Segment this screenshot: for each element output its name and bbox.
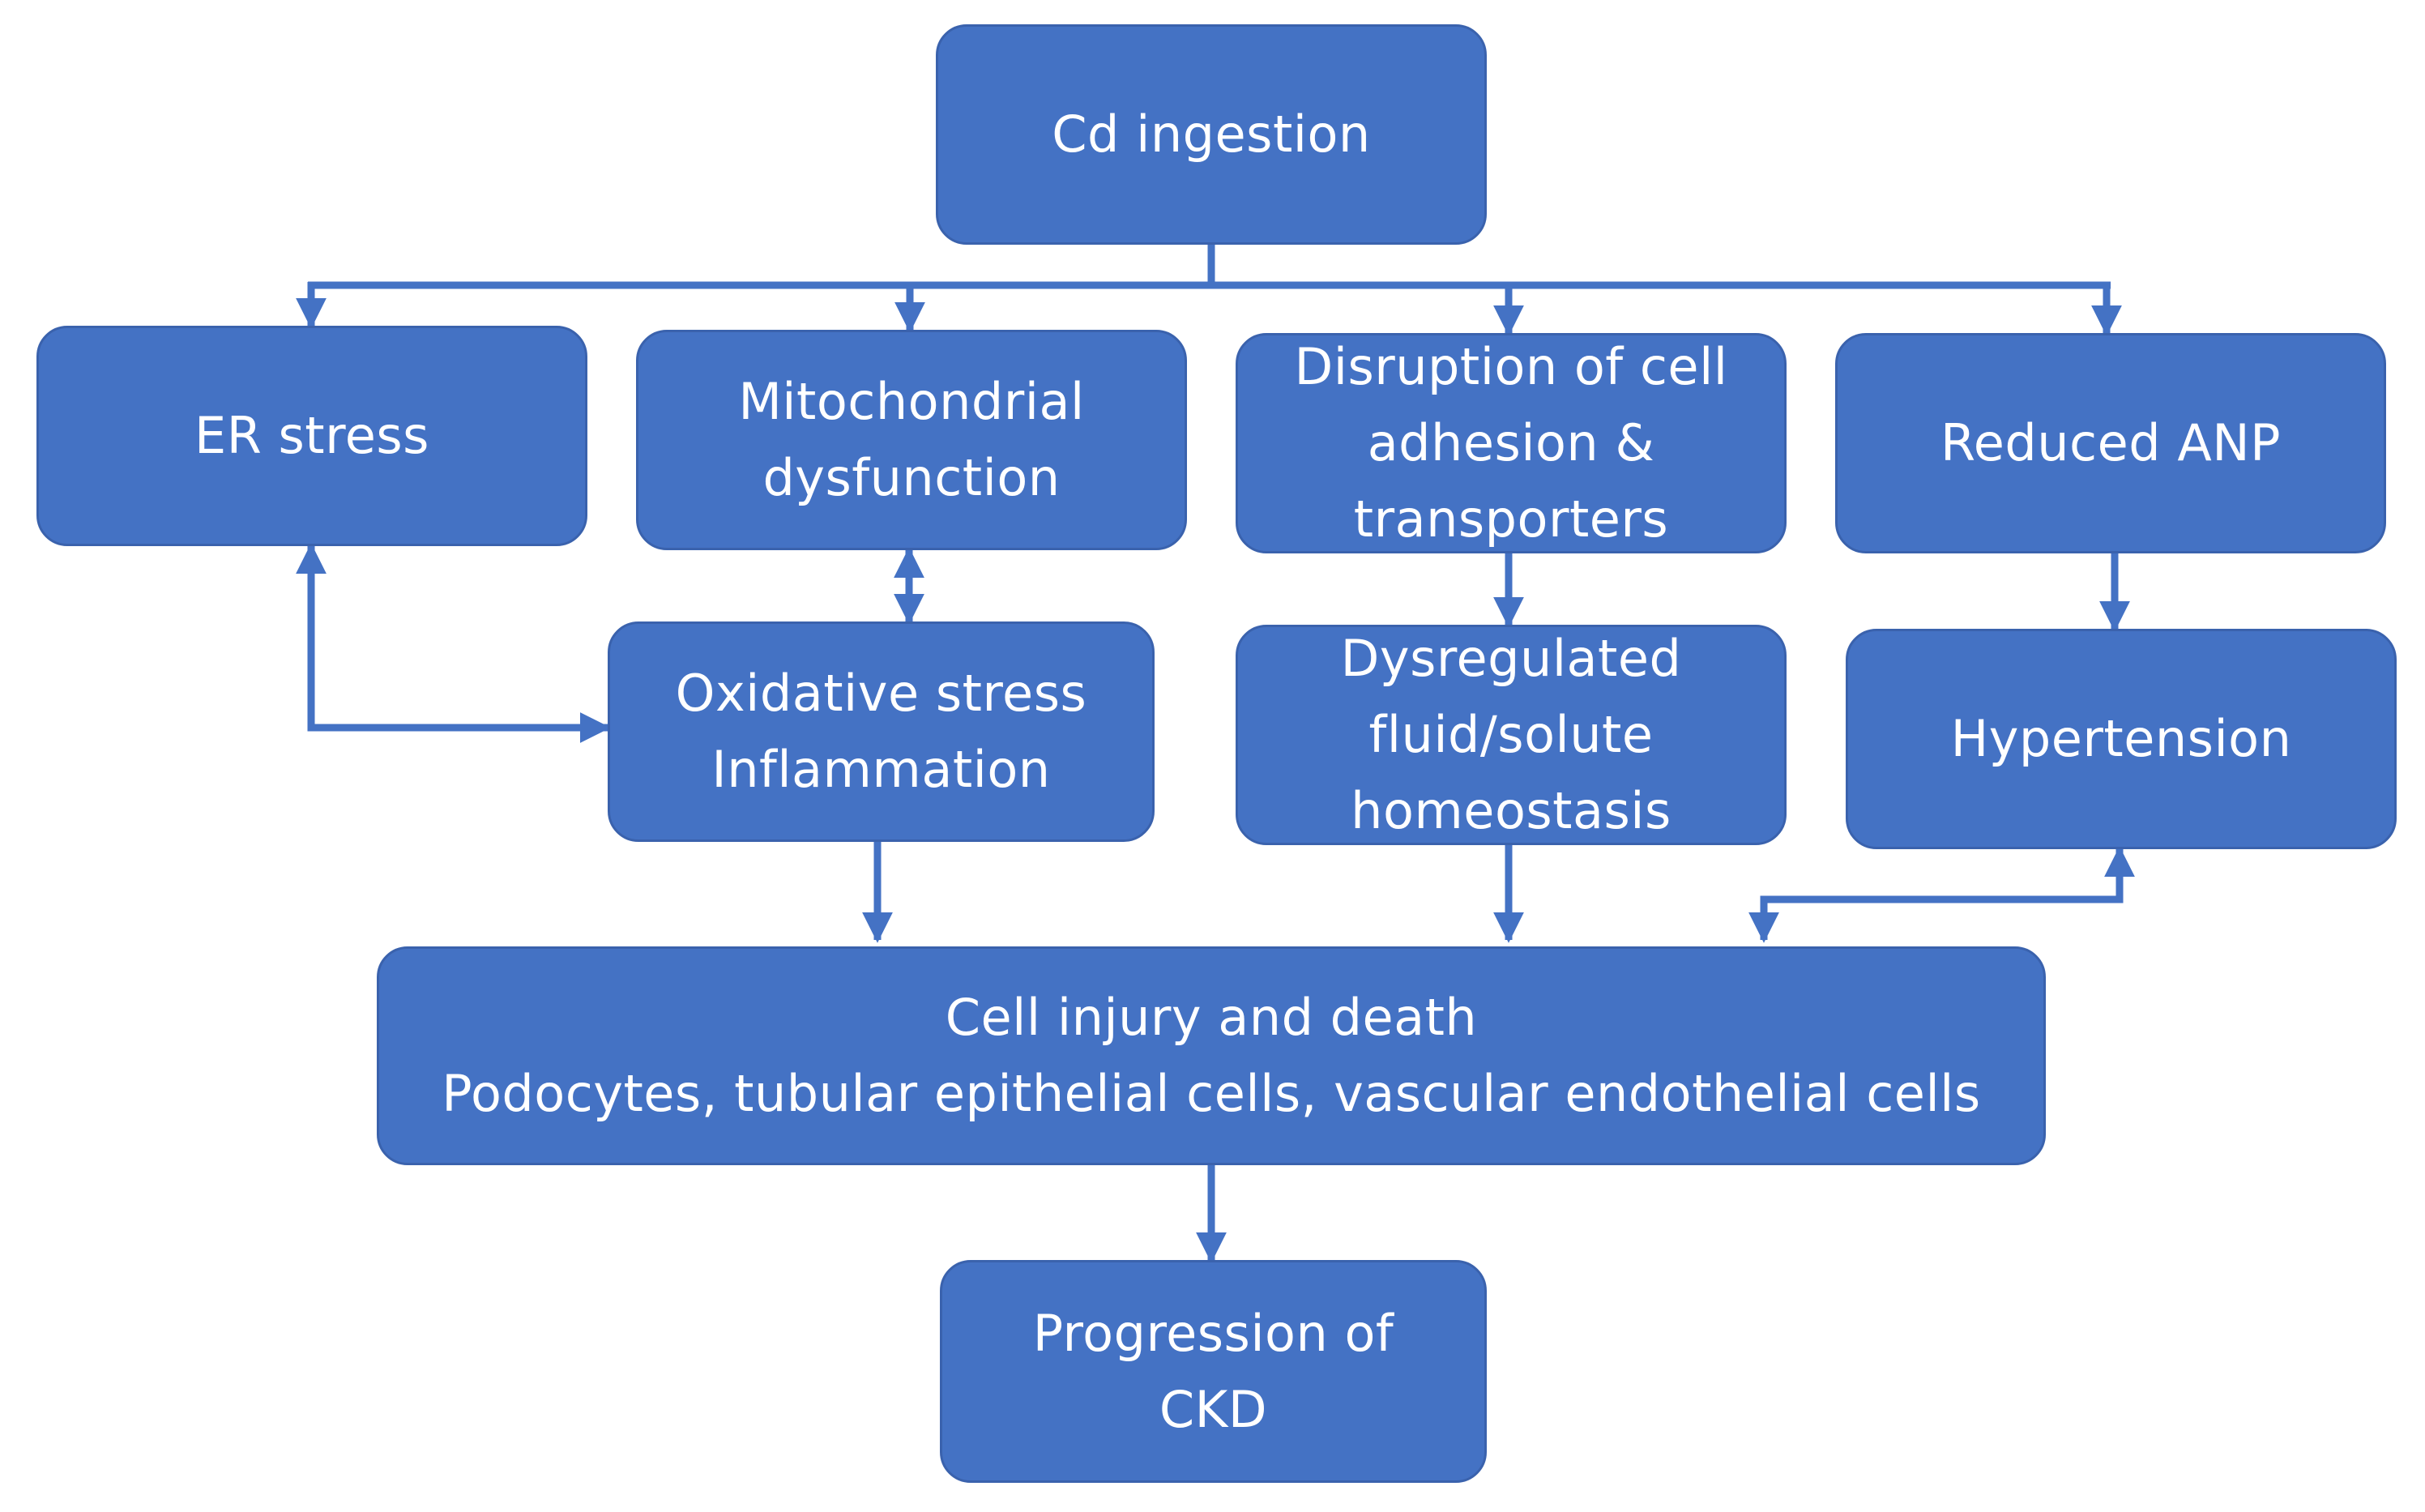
node-label: Reduced ANP <box>1940 413 2282 472</box>
node-label-line-1: Cell injury and death <box>945 988 1478 1047</box>
node-oxidative-stress-inflammation: Oxidative stress Inflammation <box>608 621 1155 842</box>
node-label: ER stress <box>194 406 429 465</box>
node-progression-of-ckd: Progression of CKD <box>940 1260 1487 1483</box>
node-hypertension: Hypertension <box>1846 629 2397 849</box>
node-label-line-2: dysfunction <box>762 448 1061 507</box>
node-disruption-adhesion-transporters: Disruption of cell adhesion & transporte… <box>1236 333 1787 553</box>
node-label-line-2: CKD <box>1159 1379 1268 1439</box>
node-reduced-anp: Reduced ANP <box>1835 333 2386 553</box>
node-mitochondrial-dysfunction: Mitochondrial dysfunction <box>636 330 1187 550</box>
arrow-hypertension-cell-injury <box>1748 846 2135 943</box>
arrow-er-oxidative <box>296 543 611 743</box>
node-label-line-1: Progression of <box>1032 1303 1394 1363</box>
node-dysregulated-homeostasis: Dysregulated fluid/solute homeostasis <box>1236 625 1787 845</box>
node-label-line-2: adhesion & <box>1367 413 1655 472</box>
node-label-line-1: Dysregulated <box>1340 629 1682 688</box>
node-label: Cd ingestion <box>1052 105 1371 164</box>
node-label-line-2: fluid/solute <box>1368 705 1654 764</box>
node-label-line-1: Mitochondrial <box>738 372 1085 431</box>
node-label-line-2: Inflammation <box>711 740 1051 799</box>
node-label-line-3: homeostasis <box>1351 781 1671 840</box>
node-er-stress: ER stress <box>36 326 587 546</box>
node-label-line-2: Podocytes, tubular epithelial cells, vas… <box>442 1064 1981 1123</box>
node-label-line-1: Disruption of cell <box>1294 337 1728 396</box>
node-cell-injury-and-death: Cell injury and death Podocytes, tubular… <box>377 946 2046 1165</box>
node-label-line-1: Oxidative stress <box>675 664 1087 723</box>
node-label: Hypertension <box>1950 709 2292 768</box>
node-cd-ingestion: Cd ingestion <box>936 24 1487 245</box>
node-label-line-3: transporters <box>1353 489 1669 549</box>
